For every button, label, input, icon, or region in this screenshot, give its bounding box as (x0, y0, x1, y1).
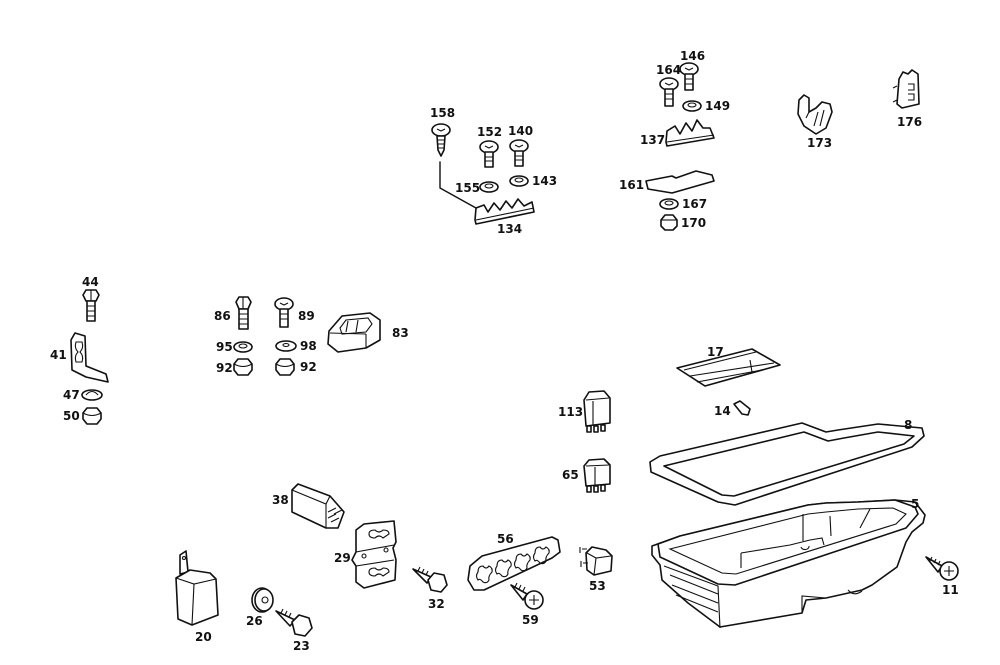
part-143-washer-icon[interactable] (509, 175, 529, 187)
part-53-relay-icon[interactable] (579, 546, 613, 576)
part-86-bolt-icon[interactable] (235, 296, 252, 330)
label-92-left: 92 (216, 361, 233, 375)
label-50: 50 (63, 409, 80, 423)
part-155-washer-icon[interactable] (479, 181, 499, 193)
part-11-screw-icon[interactable] (925, 556, 959, 581)
part-47-washer-icon[interactable] (81, 389, 103, 401)
part-32-screw-icon[interactable] (412, 566, 448, 593)
label-143: 143 (532, 174, 557, 188)
label-140: 140 (508, 124, 533, 138)
label-23: 23 (293, 639, 310, 653)
label-158: 158 (430, 106, 455, 120)
part-23-screw-icon[interactable] (275, 608, 313, 637)
label-98: 98 (300, 339, 317, 353)
part-92b-nut-icon[interactable] (275, 358, 295, 376)
part-92a-nut-icon[interactable] (233, 358, 253, 376)
label-92-right: 92 (300, 360, 317, 374)
part-50-nut-icon[interactable] (82, 407, 102, 425)
label-38: 38 (272, 493, 289, 507)
label-44: 44 (82, 275, 99, 289)
label-14: 14 (714, 404, 731, 418)
label-8: 8 (904, 418, 912, 432)
label-170: 170 (681, 216, 706, 230)
label-152: 152 (477, 125, 502, 139)
part-152-screw-icon[interactable] (479, 140, 499, 168)
part-20-relay-icon[interactable] (175, 550, 219, 626)
part-44-bolt-icon[interactable] (82, 289, 100, 322)
label-83: 83 (392, 326, 409, 340)
part-26-washer-icon[interactable] (251, 587, 274, 613)
part-65-relay-icon[interactable] (583, 458, 611, 493)
part-98-washer-icon[interactable] (275, 340, 297, 352)
label-176: 176 (897, 115, 922, 129)
label-167: 167 (682, 197, 707, 211)
part-113-relay-icon[interactable] (583, 390, 611, 433)
label-89: 89 (298, 309, 315, 323)
label-146: 146 (680, 49, 705, 63)
part-83-holder-icon[interactable] (327, 312, 381, 353)
part-170-nut-icon[interactable] (660, 214, 678, 231)
label-26: 26 (246, 614, 263, 628)
label-29: 29 (334, 551, 351, 565)
label-20: 20 (195, 630, 212, 644)
part-161-cover-plate-icon[interactable] (645, 170, 715, 194)
part-167-washer-icon[interactable] (659, 198, 679, 210)
label-95: 95 (216, 340, 233, 354)
label-47: 47 (63, 388, 80, 402)
label-53: 53 (589, 579, 606, 593)
part-89-screw-icon[interactable] (274, 297, 294, 328)
label-59: 59 (522, 613, 539, 627)
label-11: 11 (942, 583, 959, 597)
label-56: 56 (497, 532, 514, 546)
label-41: 41 (50, 348, 67, 362)
label-32: 32 (428, 597, 445, 611)
part-95-washer-icon[interactable] (233, 341, 253, 353)
label-5: 5 (911, 497, 919, 511)
part-146-screw-icon[interactable] (679, 62, 699, 91)
part-164-screw-icon[interactable] (659, 77, 679, 107)
label-134: 134 (497, 222, 522, 236)
part-158-screw-icon[interactable] (431, 123, 451, 157)
label-164: 164 (656, 63, 681, 77)
label-17: 17 (707, 345, 724, 359)
part-149-washer-icon[interactable] (682, 100, 702, 112)
label-113: 113 (558, 405, 583, 419)
part-56-mounting-plate-icon[interactable] (467, 536, 561, 591)
label-173: 173 (807, 136, 832, 150)
label-161: 161 (619, 178, 644, 192)
label-65: 65 (562, 468, 579, 482)
part-8-gasket-icon[interactable] (649, 422, 925, 506)
part-140-screw-icon[interactable] (509, 139, 529, 167)
part-5-box-housing-icon[interactable] (651, 499, 926, 629)
part-176-clip-holder-icon[interactable] (892, 69, 920, 109)
part-17-label-plate-icon[interactable] (676, 348, 781, 387)
label-149: 149 (705, 99, 730, 113)
part-14-fuse-icon[interactable] (733, 400, 751, 416)
part-59-screw-icon[interactable] (510, 582, 544, 610)
part-137-cable-holder-icon[interactable] (665, 119, 715, 147)
part-134-cable-holder-icon[interactable] (474, 198, 535, 225)
part-29-mounting-plate-icon[interactable] (351, 520, 397, 589)
leader-line-158 (439, 161, 477, 209)
part-173-clip-icon[interactable] (797, 94, 833, 135)
label-86: 86 (214, 309, 231, 323)
label-155: 155 (455, 181, 480, 195)
label-137: 137 (640, 133, 665, 147)
part-38-relay-icon[interactable] (291, 483, 345, 529)
part-41-bracket-icon[interactable] (70, 332, 109, 383)
